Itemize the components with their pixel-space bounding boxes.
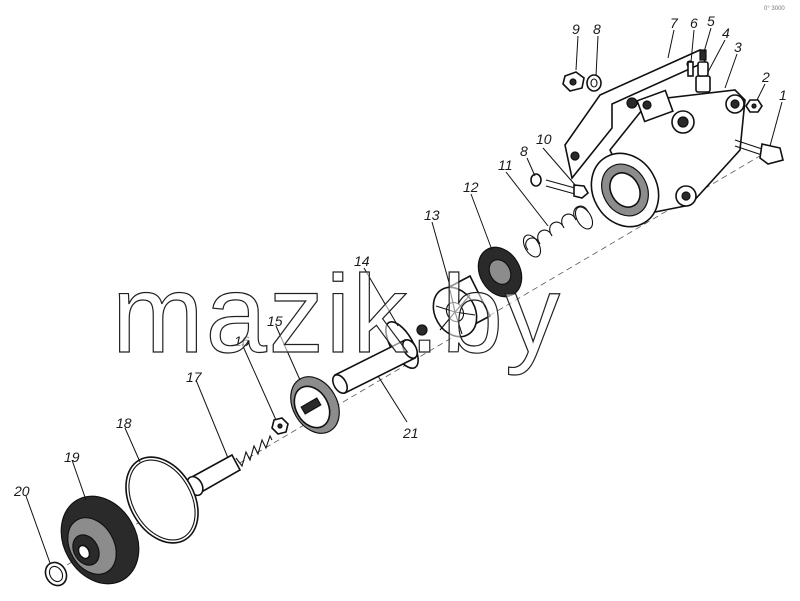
- callout-6: 6: [690, 15, 698, 31]
- callout-14: 14: [354, 253, 370, 269]
- part-8-washer-middle: [530, 173, 542, 187]
- callout-2: 2: [761, 69, 770, 85]
- part-6-pin: [687, 61, 694, 77]
- callout-13: 13: [424, 207, 440, 223]
- callout-19: 19: [64, 449, 80, 465]
- callout-10-right: 10: [536, 131, 552, 147]
- callout-4: 4: [722, 25, 730, 41]
- part-8-washer-top: [586, 74, 602, 92]
- callout-5: 5: [707, 13, 715, 29]
- part-5-plug: [699, 49, 707, 61]
- part-21-shaft: [331, 338, 419, 395]
- part-9-nut: [562, 71, 585, 92]
- callout-11: 11: [498, 157, 513, 173]
- leader-lines: [25, 27, 783, 564]
- callout-9: 9: [572, 21, 580, 37]
- corner-mark: 0° 3000: [764, 6, 785, 12]
- part-15-slotted-disc: [290, 376, 340, 434]
- callout-17: 17: [186, 369, 203, 385]
- callout-18: 18: [116, 415, 132, 431]
- callout-12: 12: [463, 179, 479, 195]
- part-16-nut: [271, 417, 289, 435]
- callout-7: 7: [670, 15, 679, 31]
- callout-20: 20: [13, 483, 30, 499]
- part-4-fitting: [695, 61, 711, 93]
- part-11-spring: [522, 205, 594, 258]
- callout-3: 3: [734, 39, 742, 55]
- part-12-disc: [477, 246, 523, 298]
- watermark-text: mazik.by: [112, 253, 562, 376]
- part-17-adjusting-screw: [186, 434, 273, 497]
- part-2-small-nut: [745, 99, 763, 113]
- callout-numbers: 9 8 7 6 5 4 3 2 1 10 8 11 12 13 14 21 15…: [13, 13, 787, 499]
- callout-8-middle: 8: [520, 143, 528, 159]
- part-19-cover-cap: [60, 495, 140, 585]
- callout-8-top: 8: [593, 21, 601, 37]
- part-10-bolt: [545, 179, 590, 199]
- part-18-o-ring: [125, 456, 199, 544]
- callout-15: 15: [267, 313, 283, 329]
- callout-1: 1: [779, 87, 787, 103]
- callout-21: 21: [402, 425, 419, 441]
- callout-16: 16: [234, 333, 250, 349]
- part-20-ring: [44, 561, 68, 587]
- part-3-valve-housing: [590, 89, 746, 228]
- part-1-bolt: [734, 139, 784, 165]
- part-13-rotor: [432, 274, 492, 338]
